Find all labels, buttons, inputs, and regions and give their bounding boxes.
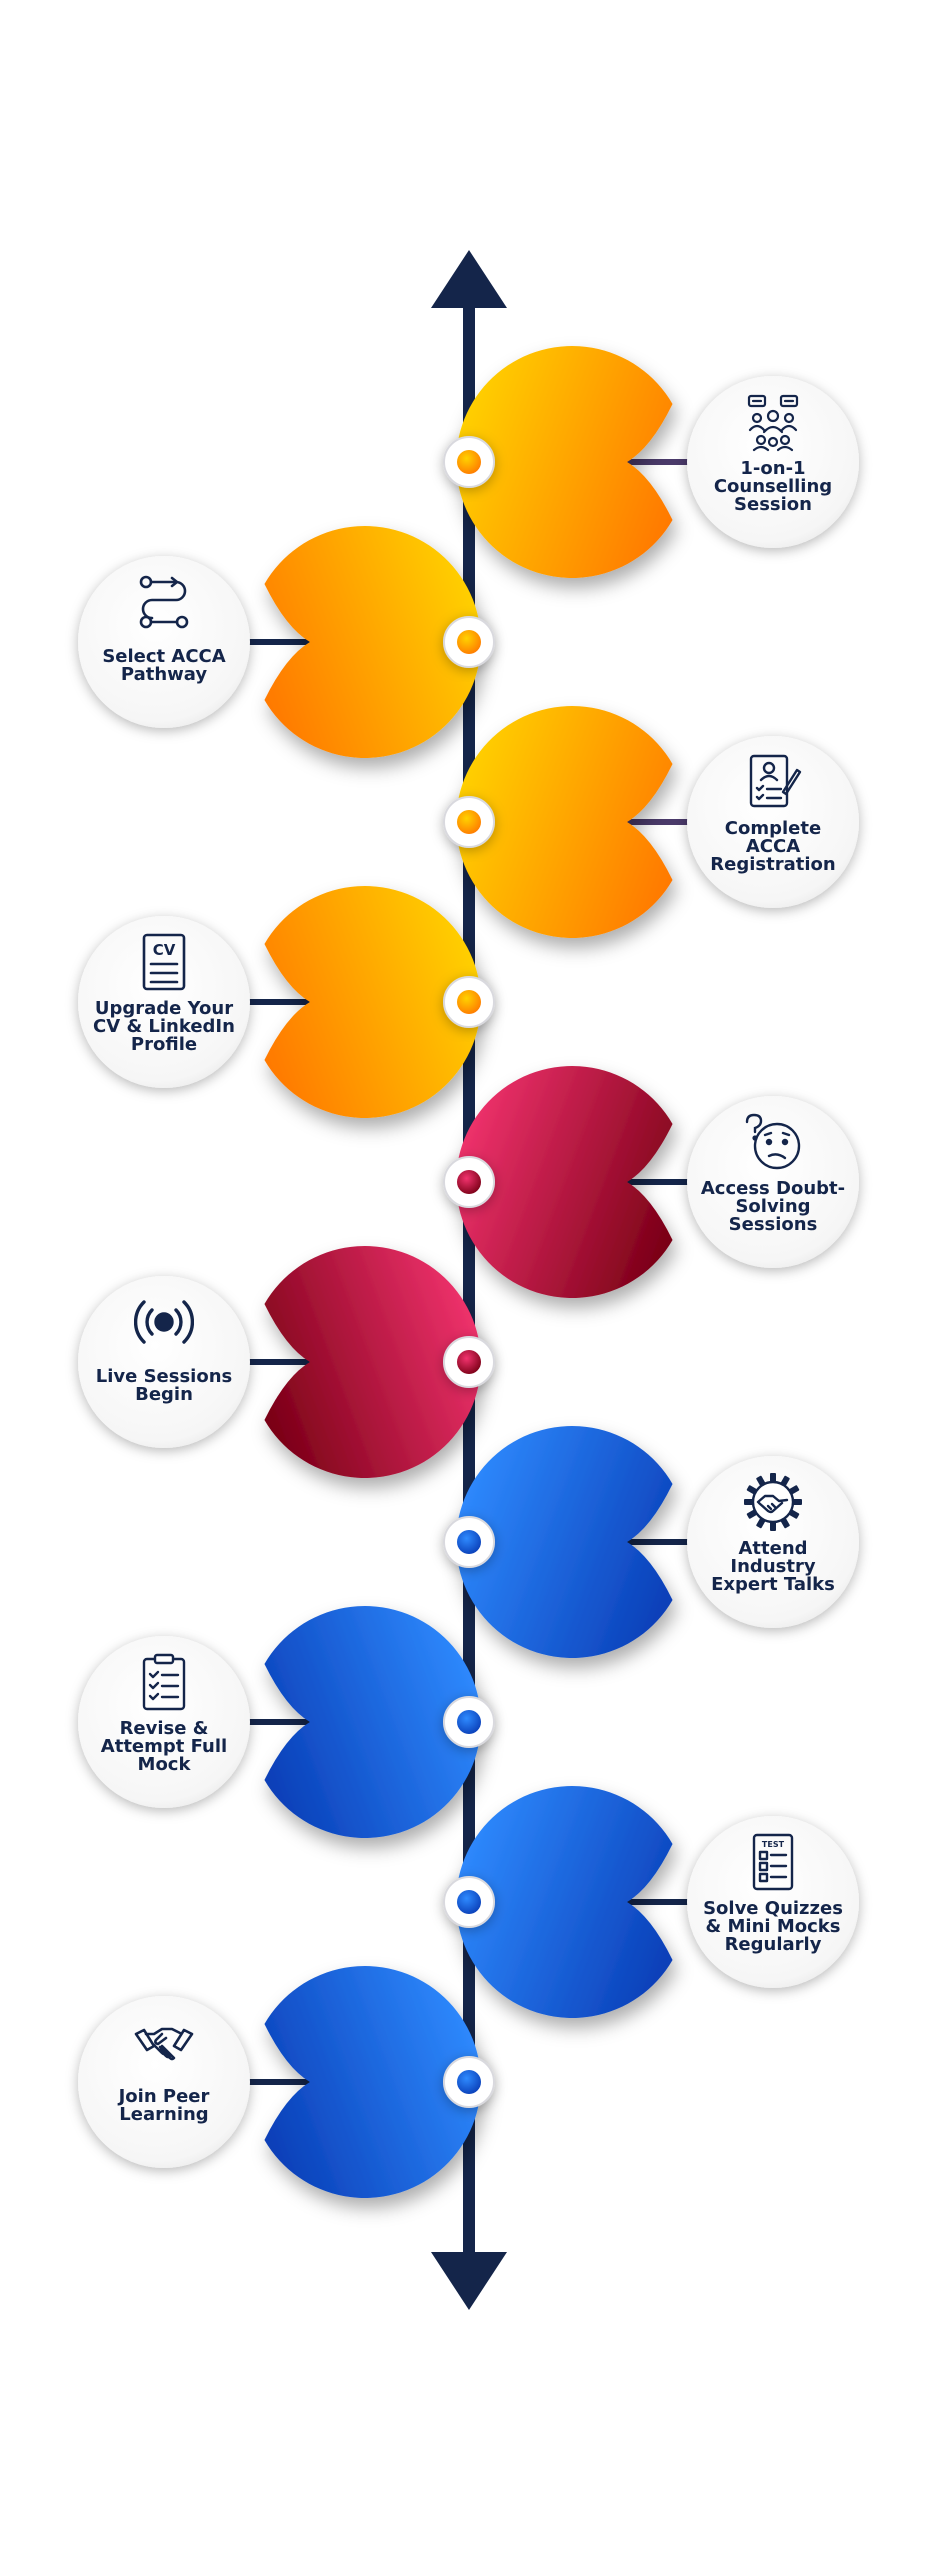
timeline-step-7 — [443, 1426, 859, 1659]
step-teardrop — [264, 1606, 481, 1838]
timeline-step-9 — [443, 1786, 859, 2018]
counselling-group-icon — [743, 392, 803, 452]
timeline-step-3 — [443, 706, 859, 938]
test-sheet-icon: TEST — [743, 1832, 803, 1892]
step-label: Select ACCA Pathway — [102, 646, 226, 685]
timeline-step-2 — [78, 525, 495, 758]
step-label: Revise & Attempt Full Mock — [100, 1718, 228, 1775]
step-label: Access Doubt- Solving Sessions — [700, 1178, 846, 1235]
axis-node-dot — [457, 1710, 481, 1734]
step-teardrop — [264, 885, 481, 1118]
step-label: 1-on-1 Counselling Session — [713, 458, 833, 515]
step-disc — [687, 376, 859, 548]
step-teardrop — [456, 1786, 673, 2018]
step-label: Solve Quizzes & Mini Mocks Regularly — [703, 1898, 843, 1955]
step-disc — [78, 1996, 250, 2168]
step-teardrop — [456, 706, 673, 938]
step-disc — [687, 1456, 859, 1628]
registration-form-icon — [743, 752, 803, 812]
axis-node-dot — [457, 810, 481, 834]
step-teardrop — [264, 1246, 481, 1478]
checklist-clipboard-icon — [134, 1652, 194, 1712]
timeline-steps — [78, 346, 859, 2198]
step-teardrop — [456, 346, 673, 578]
timeline-step-1 — [443, 346, 859, 578]
timeline-step-6 — [78, 1246, 495, 1478]
step-label: Complete ACCA Registration — [710, 818, 836, 875]
step-disc — [78, 1636, 250, 1808]
axis-node-dot — [457, 1530, 481, 1554]
arrow-up-icon — [431, 250, 507, 308]
step-label: Upgrade Your CV & LinkedIn Profile — [93, 998, 235, 1055]
timeline-step-8 — [78, 1606, 495, 1838]
axis-node-dot — [457, 450, 481, 474]
arrow-down-icon — [431, 2252, 507, 2310]
step-teardrop — [456, 1426, 673, 1659]
step-disc — [687, 736, 859, 908]
pathway-route-icon — [134, 572, 194, 632]
step-label: Live Sessions Begin — [95, 1366, 233, 1405]
step-label: Join Peer Learning — [118, 2086, 210, 2125]
timeline-step-5 — [443, 1066, 859, 1298]
step-disc — [687, 1096, 859, 1268]
step-disc — [78, 1276, 250, 1448]
step-disc — [78, 916, 250, 1088]
axis-node-dot — [457, 630, 481, 654]
svg-text:CV: CV — [153, 941, 176, 959]
axis-node-dot — [457, 990, 481, 1014]
confused-face-icon — [743, 1112, 803, 1172]
axis-node-dot — [457, 1890, 481, 1914]
axis-node-dot — [457, 1170, 481, 1194]
step-disc — [78, 556, 250, 728]
step-teardrop — [456, 1066, 673, 1298]
cv-document-icon: CV — [134, 932, 194, 992]
step-label: Attend Industry Expert Talks — [711, 1538, 835, 1595]
step-disc — [687, 1816, 859, 1988]
timeline-step-10 — [78, 1966, 495, 2198]
step-teardrop — [264, 525, 481, 758]
gear-handshake-icon — [743, 1472, 803, 1532]
live-broadcast-icon — [134, 1292, 194, 1352]
svg-text:TEST: TEST — [762, 1840, 785, 1849]
axis-node-dot — [457, 2070, 481, 2094]
handshake-icon — [134, 2012, 194, 2072]
step-teardrop — [264, 1966, 481, 2198]
axis-node-dot — [457, 1350, 481, 1374]
timeline-step-4 — [78, 885, 495, 1118]
